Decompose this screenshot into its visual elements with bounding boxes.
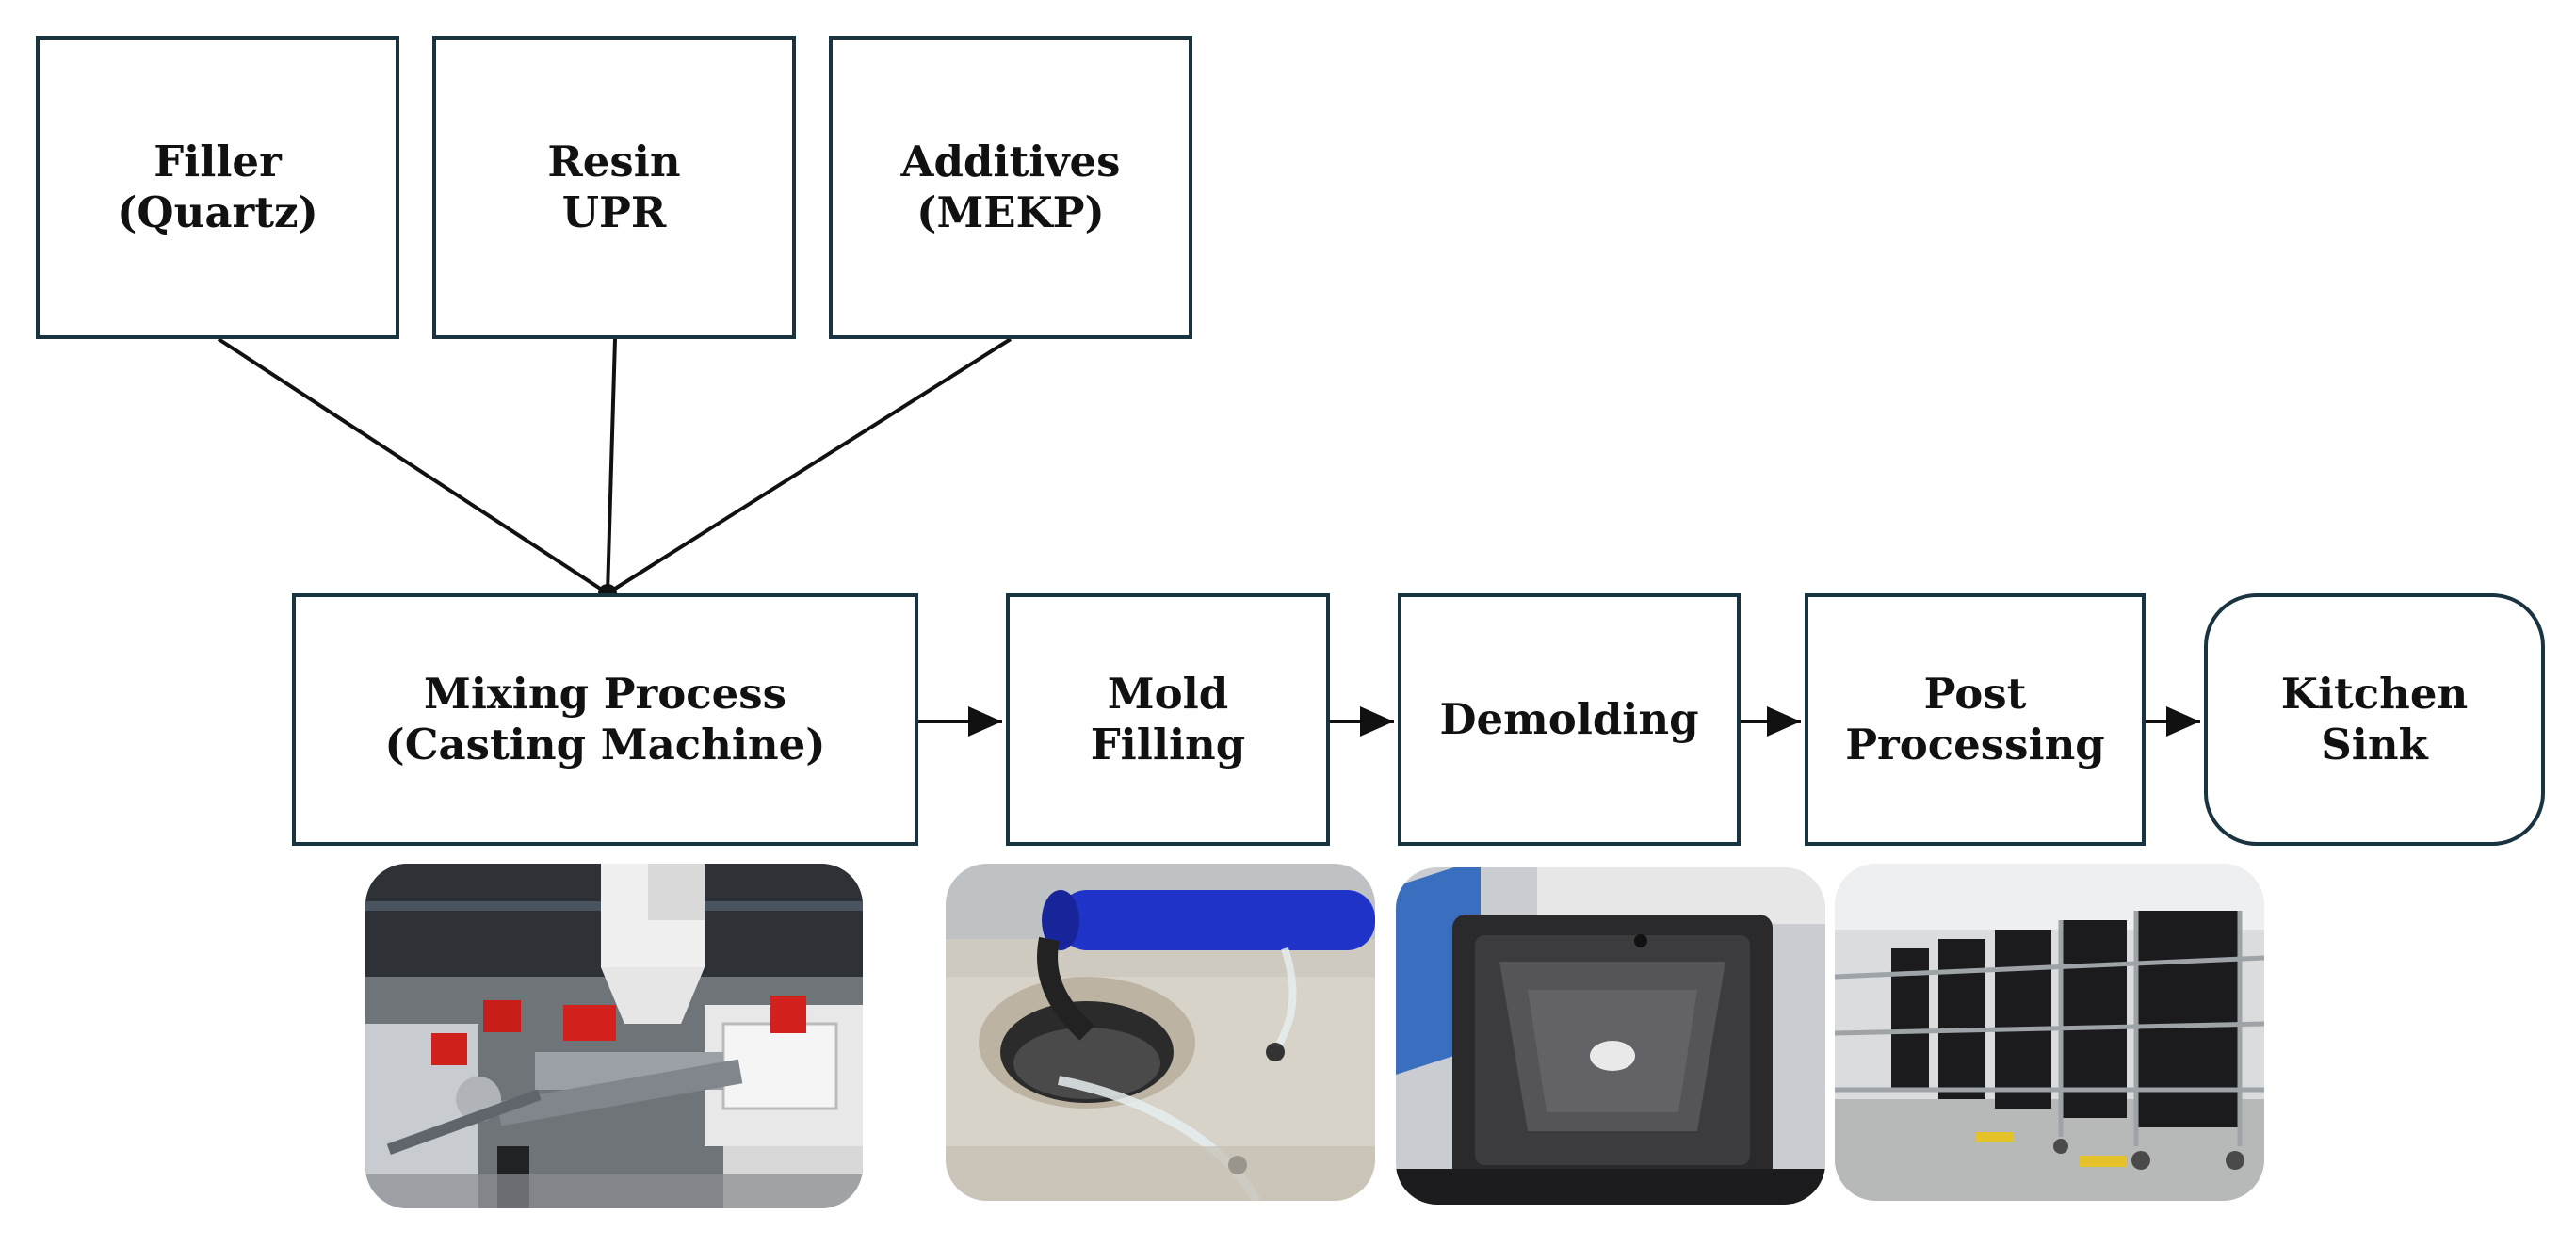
resin-label-line2: UPR [561,187,667,237]
mold-filling-photo [946,864,1375,1201]
sink-label-line1: Kitchen [2280,669,2469,719]
additives-label-line2: (MEKP) [916,187,1105,237]
kitchen-sink-box: Kitchen Sink [2204,593,2545,846]
connector-additives-to-mixing [606,337,1013,595]
mixing-process-box: Mixing Process (Casting Machine) [292,593,918,846]
additives-box: Additives (MEKP) [829,36,1192,339]
mold-label-line2: Filling [1090,720,1246,769]
resin-box: Resin UPR [432,36,796,339]
demolding-label: Demolding [1439,694,1699,744]
demolding-box: Demolding [1398,593,1741,846]
filler-label-line2: (Quartz) [117,187,318,237]
filler-box: Filler (Quartz) [36,36,399,339]
mixing-label-line1: Mixing Process [424,669,786,719]
demolded-sink-photo [1396,867,1825,1205]
post-label-line2: Processing [1845,720,2105,769]
mold-filling-box: Mold Filling [1006,593,1330,846]
connector-filler-to-mixing [217,337,609,595]
filler-label-line1: Filler [154,137,282,186]
resin-label-line1: Resin [547,137,681,186]
post-processing-box: Post Processing [1805,593,2146,846]
casting-machine-photo [365,864,863,1208]
additives-label-line1: Additives [900,137,1121,186]
mold-label-line1: Mold [1107,669,1229,719]
connector-resin-to-mixing [606,338,617,594]
post-processing-racks-photo [1835,864,2264,1201]
mixing-label-line2: (Casting Machine) [384,720,826,769]
sink-label-line2: Sink [2321,720,2428,769]
post-label-line1: Post [1923,669,2027,719]
